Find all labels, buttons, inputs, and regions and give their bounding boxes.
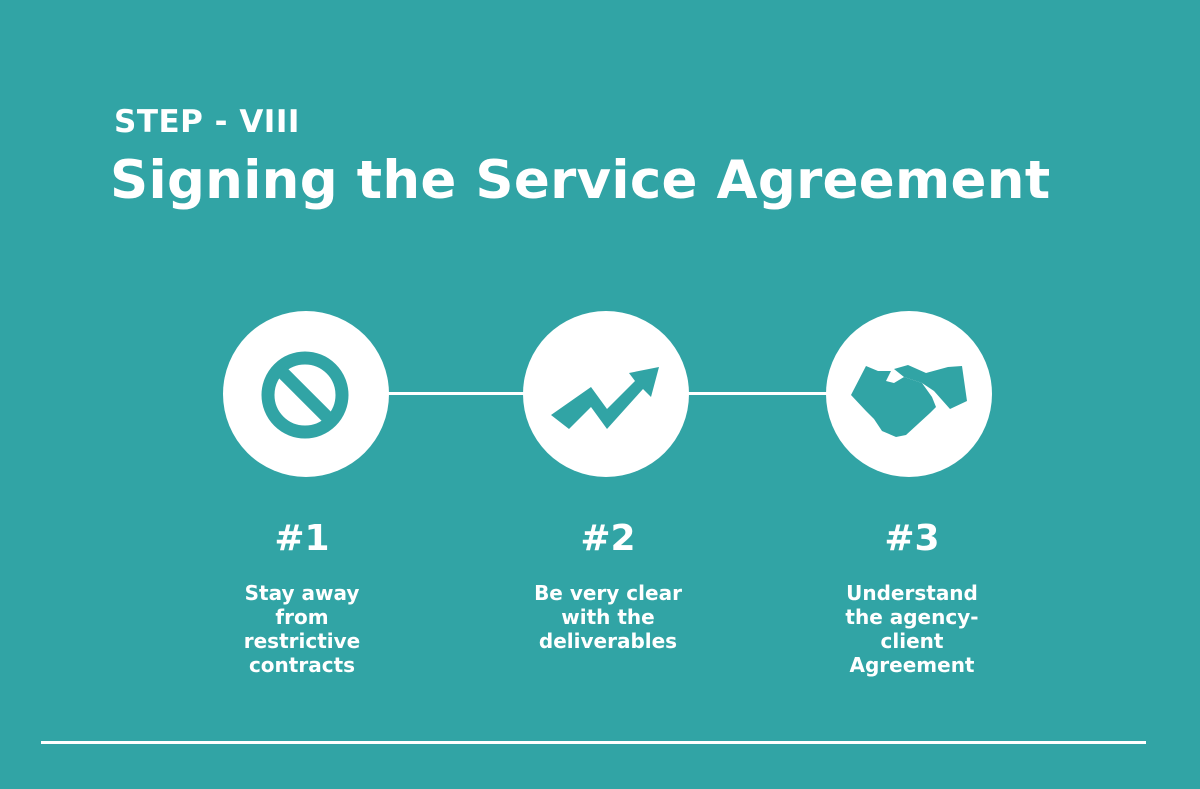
page-title: Signing the Service Agreement [110,150,1051,211]
connector-line [685,392,835,395]
desc-line: from [275,605,329,629]
step-2-circle [523,311,689,477]
step-1-circle [223,311,389,477]
desc-line: Be very clear [534,581,682,605]
desc-line: Stay away [244,581,360,605]
prohibited-icon [261,351,349,439]
connector-line [385,392,530,395]
desc-line: restrictive [243,629,361,653]
desc-line: Agreement [849,653,975,677]
step-2-description: Be very clear with the deliverables [508,581,708,653]
desc-line: client [880,629,944,653]
step-2-number: #2 [580,518,636,559]
bottom-divider [41,741,1146,744]
desc-line: with the [561,605,655,629]
trend-up-arrow-icon [551,367,659,429]
desc-line: the agency- [845,605,979,629]
step-1-number: #1 [274,518,330,559]
step-label: STEP - VIII [114,104,300,140]
desc-line: contracts [248,653,356,677]
step-3-circle [826,311,992,477]
step-3-number: #3 [884,518,940,559]
step-3-description: Understand the agency- client Agreement [812,581,1012,677]
step-1-description: Stay away from restrictive contracts [202,581,402,677]
desc-line: deliverables [538,629,678,653]
handshake-icon [851,365,967,437]
desc-line: Understand [846,581,978,605]
